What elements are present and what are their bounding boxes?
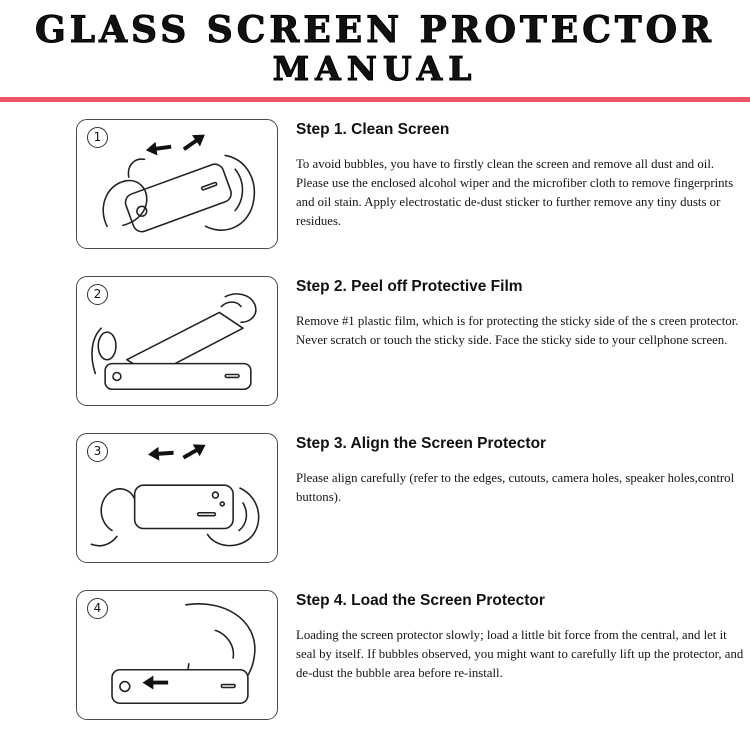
- arrow-up-right-icon: [182, 444, 206, 460]
- right-hand-icon: [204, 154, 256, 231]
- phone-icon: [104, 362, 252, 390]
- left-thumb-icon: [91, 327, 117, 375]
- step-4-body: Loading the screen protector slowly; loa…: [296, 627, 744, 681]
- pinching-fingers-icon: [220, 292, 257, 323]
- step-2-body: Remove #1 plastic film, which is for pro…: [296, 313, 739, 347]
- step-4-row: 4 S: [76, 589, 750, 720]
- phone-icon: [111, 668, 249, 704]
- left-hand-icon: [90, 487, 136, 547]
- title-block: GLASS SCREEN PROTECTOR MANUAL: [0, 0, 750, 88]
- peeling-film-from-phone-icon: [91, 292, 257, 390]
- step-4-text: Step 4. Load the Screen Protector Loadin…: [296, 590, 744, 684]
- left-hand-icon: [102, 158, 148, 227]
- page-title: GLASS SCREEN PROTECTOR: [35, 9, 715, 51]
- step-2-number-badge: 2: [87, 283, 108, 305]
- step-4-number-badge: 4: [87, 597, 108, 619]
- arrow-up-right-icon: [182, 134, 205, 151]
- step-4-illustration-box: 4: [76, 589, 278, 720]
- page-subtitle: MANUAL: [272, 48, 478, 88]
- arrow-left-icon: [148, 446, 174, 461]
- step-3-number-badge: 3: [87, 440, 108, 462]
- phone-icon: [124, 163, 232, 233]
- pressing-protector-onto-phone-icon: [111, 602, 256, 704]
- step-1-illustration-box: 1: [76, 118, 278, 249]
- step-2-heading: Step 2. Peel off Protective Film: [296, 277, 523, 295]
- accent-divider: [0, 96, 750, 102]
- step-1-heading: Step 1. Clean Screen: [296, 120, 450, 138]
- right-hand-icon: [206, 487, 260, 547]
- step-3-heading: Step 3. Align the Screen Protector: [296, 434, 547, 452]
- arrow-left-icon: [142, 675, 169, 690]
- steps-list: 1: [0, 102, 750, 720]
- arrow-left-icon: [145, 141, 172, 156]
- hands-cleaning-phone-icon: [102, 134, 256, 233]
- aligning-protector-on-phone-icon: [90, 444, 260, 547]
- step-2-text: Step 2. Peel off Protective Film Remove …: [296, 276, 744, 350]
- step-1-text: Step 1. Clean Screen To avoid bubbles, y…: [296, 119, 744, 232]
- step-3-row: 3: [76, 432, 750, 563]
- step-3-text: Step 3. Align the Screen Protector Pleas…: [296, 433, 744, 507]
- step-3-illustration-box: 3: [76, 432, 278, 563]
- phone-icon: [133, 484, 234, 530]
- step-2-row: 2: [76, 275, 750, 406]
- step-2-illustration-box: 2: [76, 275, 278, 406]
- step-1-row: 1: [76, 118, 750, 249]
- step-1-number-badge: 1: [87, 126, 108, 148]
- step-3-body: Please align carefully (refer to the edg…: [296, 470, 735, 504]
- step-1-body: To avoid bubbles, you have to firstly cl…: [296, 156, 734, 229]
- step-4-heading: Step 4. Load the Screen Protector: [296, 591, 545, 609]
